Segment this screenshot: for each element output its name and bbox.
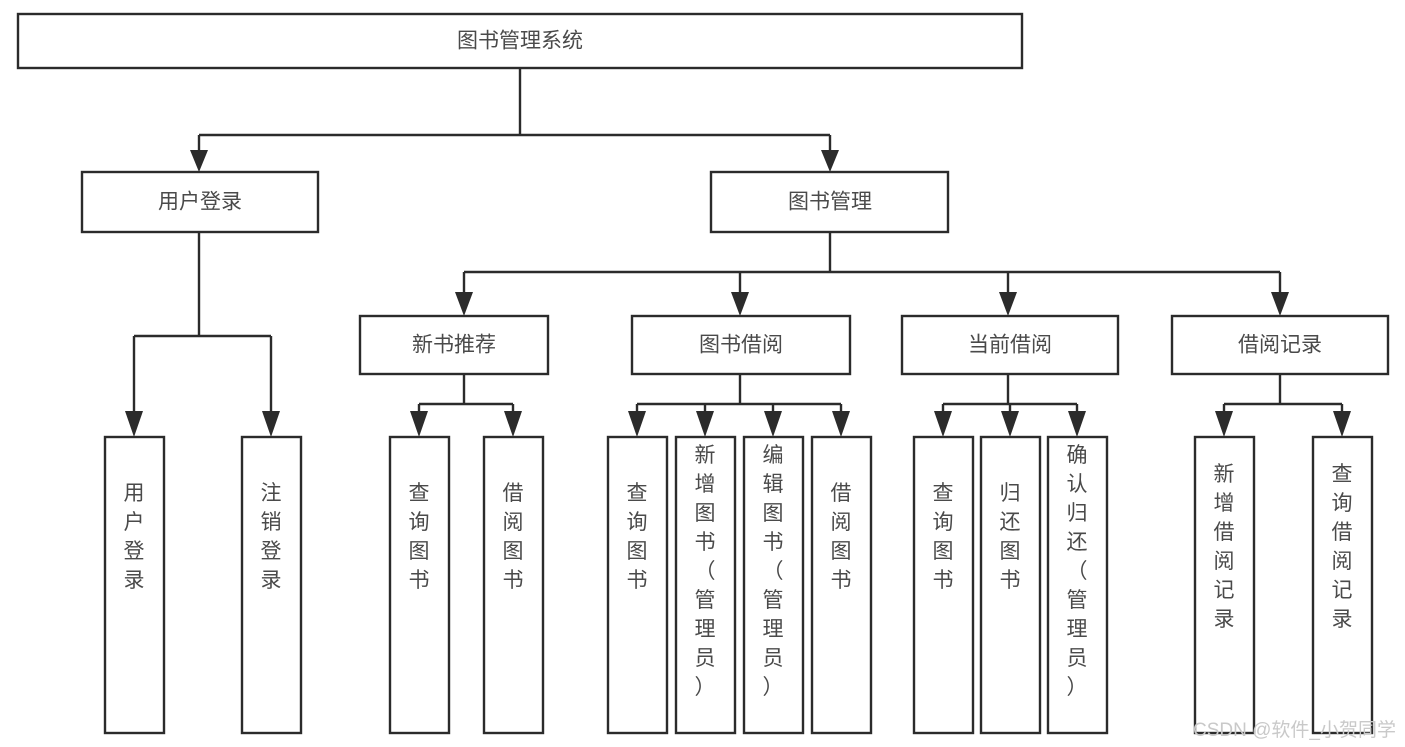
node-new-book-recommend[interactable]: 新书推荐: [358, 314, 550, 376]
leaf-user-login-label: 用户登录: [124, 482, 145, 592]
node-borrow-record[interactable]: 借阅记录: [1170, 314, 1390, 376]
csdn-watermark: CSDN @软件_小贺同学: [1193, 719, 1396, 741]
leaf-bb-edit-book[interactable]: 编辑图书（管理员）: [742, 435, 805, 735]
leaf-bb-borrow-book[interactable]: 借阅图书: [810, 435, 873, 735]
arrow-user-login: [190, 150, 208, 172]
leaf-br-add-record[interactable]: 新增借阅记录: [1193, 435, 1256, 735]
node-book-management-box[interactable]: [709, 170, 950, 234]
leaf-user-login-box[interactable]: [103, 435, 166, 735]
arrow-nb-leaf-2: [504, 411, 522, 437]
leaf-cb-query-book-box[interactable]: [912, 435, 975, 735]
leaf-cb-query-book-label: 查询图书: [933, 482, 954, 592]
node-current-borrow-label: 当前借阅: [968, 334, 1052, 357]
leaf-bb-edit-book-box[interactable]: [742, 435, 805, 735]
arrow-nb-leaf-1: [410, 411, 428, 437]
leaf-cb-confirm-return-box[interactable]: [1046, 435, 1109, 735]
node-borrow-record-label: 借阅记录: [1238, 334, 1322, 357]
arrow-cb-leaf-2: [1001, 411, 1019, 437]
node-new-book-recommend-label: 新书推荐: [412, 334, 496, 357]
node-new-book-recommend-box[interactable]: [358, 314, 550, 376]
leaf-cb-confirm-return-label: 确认归还（管理员）: [1067, 444, 1088, 699]
arrow-current-borrow: [999, 292, 1017, 316]
leaf-nb-query-book[interactable]: 查询图书: [388, 435, 451, 735]
leaf-cb-return-book[interactable]: 归还图书: [979, 435, 1042, 735]
leaf-nb-borrow-book-box[interactable]: [482, 435, 545, 735]
leaf-bb-query-book-box[interactable]: [606, 435, 669, 735]
node-book-borrow[interactable]: 图书借阅: [630, 314, 852, 376]
leaf-br-query-record-label: 查询借阅记录: [1332, 463, 1353, 631]
leaf-bb-add-book[interactable]: 新增图书（管理员）: [674, 435, 737, 735]
arrow-cb-leaf-3: [1068, 411, 1086, 437]
leaf-br-add-record-box[interactable]: [1193, 435, 1256, 735]
leaf-cb-confirm-return[interactable]: 确认归还（管理员）: [1046, 435, 1109, 735]
connector-layer: [125, 68, 1351, 437]
node-current-borrow-box[interactable]: [900, 314, 1120, 376]
node-user-login-label: 用户登录: [158, 191, 242, 214]
leaf-bb-add-book-box[interactable]: [674, 435, 737, 735]
node-user-login[interactable]: 用户登录: [80, 170, 320, 234]
arrow-bb-leaf-3: [764, 411, 782, 437]
arrow-borrow-record: [1271, 292, 1289, 316]
node-book-management-label: 图书管理: [788, 191, 872, 214]
node-current-borrow[interactable]: 当前借阅: [900, 314, 1120, 376]
node-root[interactable]: 图书管理系统: [16, 12, 1024, 70]
leaf-br-query-record[interactable]: 查询借阅记录: [1311, 435, 1374, 735]
arrow-br-leaf-2: [1333, 411, 1351, 437]
leaf-br-add-record-label: 新增借阅记录: [1214, 463, 1235, 631]
arrow-book-borrow: [731, 292, 749, 316]
node-root-box[interactable]: [16, 12, 1024, 70]
leaf-logout-box[interactable]: [240, 435, 303, 735]
node-user-login-box[interactable]: [80, 170, 320, 234]
leaf-nb-query-book-box[interactable]: [388, 435, 451, 735]
arrow-new-book: [455, 292, 473, 316]
arrow-bb-leaf-1: [628, 411, 646, 437]
leaf-cb-return-book-box[interactable]: [979, 435, 1042, 735]
leaf-nb-borrow-book[interactable]: 借阅图书: [482, 435, 545, 735]
leaf-cb-query-book[interactable]: 查询图书: [912, 435, 975, 735]
arrow-leaf-logout: [262, 411, 280, 437]
node-book-borrow-box[interactable]: [630, 314, 852, 376]
leaf-nb-query-book-label: 查询图书: [409, 482, 430, 592]
leaf-br-query-record-box[interactable]: [1311, 435, 1374, 735]
arrow-bb-leaf-2: [696, 411, 714, 437]
node-book-borrow-label: 图书借阅: [699, 334, 783, 357]
arrow-leaf-user-login: [125, 411, 143, 437]
leaf-user-login[interactable]: 用户登录: [103, 435, 166, 735]
leaf-bb-edit-book-label: 编辑图书（管理员）: [763, 444, 784, 699]
node-book-management[interactable]: 图书管理: [709, 170, 950, 234]
arrow-cb-leaf-1: [934, 411, 952, 437]
leaf-nb-borrow-book-label: 借阅图书: [503, 482, 524, 592]
leaf-cb-return-book-label: 归还图书: [1000, 482, 1021, 592]
arrow-book-mgmt: [821, 150, 839, 172]
leaf-bb-query-book-label: 查询图书: [627, 482, 648, 592]
leaf-bb-borrow-book-box[interactable]: [810, 435, 873, 735]
leaf-logout-label: 注销登录: [261, 482, 282, 592]
leaf-bb-query-book[interactable]: 查询图书: [606, 435, 669, 735]
arrow-br-leaf-1: [1215, 411, 1233, 437]
leaf-bb-borrow-book-label: 借阅图书: [831, 482, 852, 592]
leaf-bb-add-book-label: 新增图书（管理员）: [695, 444, 716, 699]
leaf-logout[interactable]: 注销登录: [240, 435, 303, 735]
node-root-label: 图书管理系统: [457, 30, 583, 53]
arrow-bb-leaf-4: [832, 411, 850, 437]
node-borrow-record-box[interactable]: [1170, 314, 1390, 376]
